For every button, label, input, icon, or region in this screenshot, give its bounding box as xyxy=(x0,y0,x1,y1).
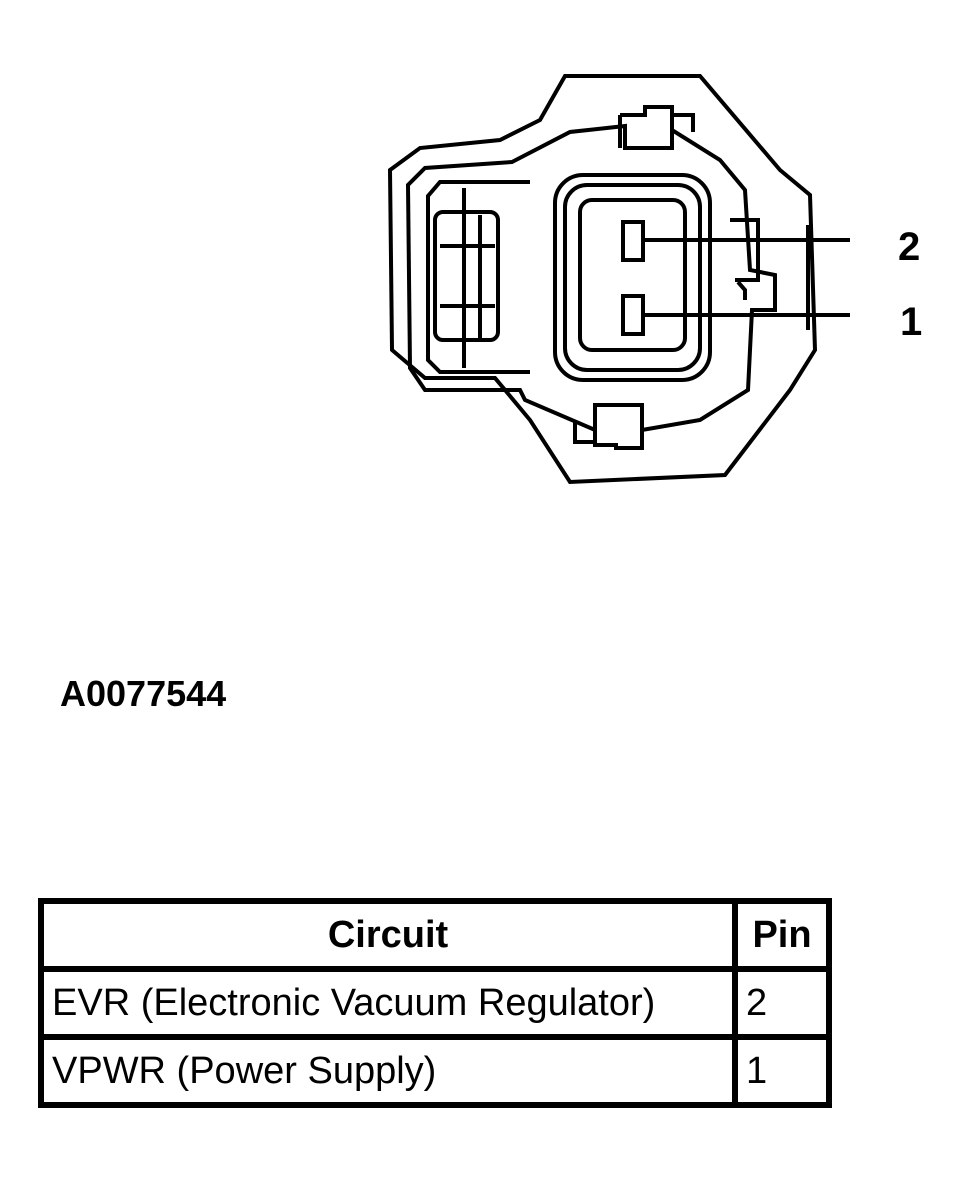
table-row: EVR (Electronic Vacuum Regulator) 2 xyxy=(38,966,832,1040)
table-header-row: Circuit Pin xyxy=(38,898,832,972)
connector-outline-icon xyxy=(387,74,850,485)
circuit-cell: VPWR (Power Supply) xyxy=(38,1034,738,1108)
figure-id: A0077544 xyxy=(60,673,227,714)
header-circuit: Circuit xyxy=(38,898,738,972)
pin-cell: 1 xyxy=(732,1034,832,1108)
pin-circuit-table: Circuit Pin EVR (Electronic Vacuum Regul… xyxy=(38,898,832,1108)
table-row: VPWR (Power Supply) 1 xyxy=(38,1034,832,1108)
header-pin: Pin xyxy=(732,898,832,972)
pin-callout-2: 2 xyxy=(898,225,921,269)
pin-callout-1: 1 xyxy=(900,300,923,344)
connector-diagram: 2 1 xyxy=(380,60,940,500)
pin-cell: 2 xyxy=(732,966,832,1040)
circuit-cell: EVR (Electronic Vacuum Regulator) xyxy=(38,966,738,1040)
